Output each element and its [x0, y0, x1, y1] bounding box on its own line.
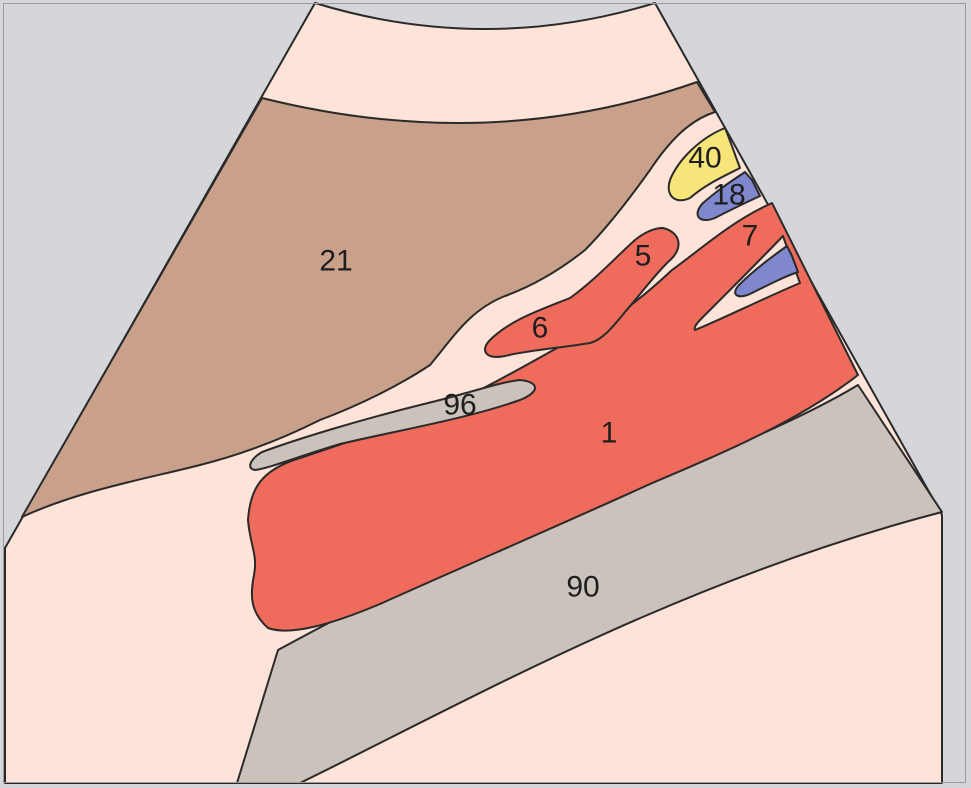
label-96: 96 [443, 389, 476, 422]
label-7: 7 [742, 220, 759, 253]
nerve-region-40 [667, 127, 741, 202]
label-21: 21 [319, 245, 352, 278]
vein-lower [734, 245, 799, 298]
muscle-region-21 [21, 81, 716, 518]
label-18: 18 [712, 179, 745, 212]
artery-region-5-6 [484, 227, 680, 358]
label-5: 5 [635, 240, 652, 273]
fascia-strip-96 [249, 379, 536, 471]
label-1: 1 [601, 417, 618, 450]
vein-region-18 [696, 171, 761, 222]
label-90: 90 [566, 571, 599, 604]
label-40: 40 [688, 142, 721, 175]
label-6: 6 [532, 312, 549, 345]
